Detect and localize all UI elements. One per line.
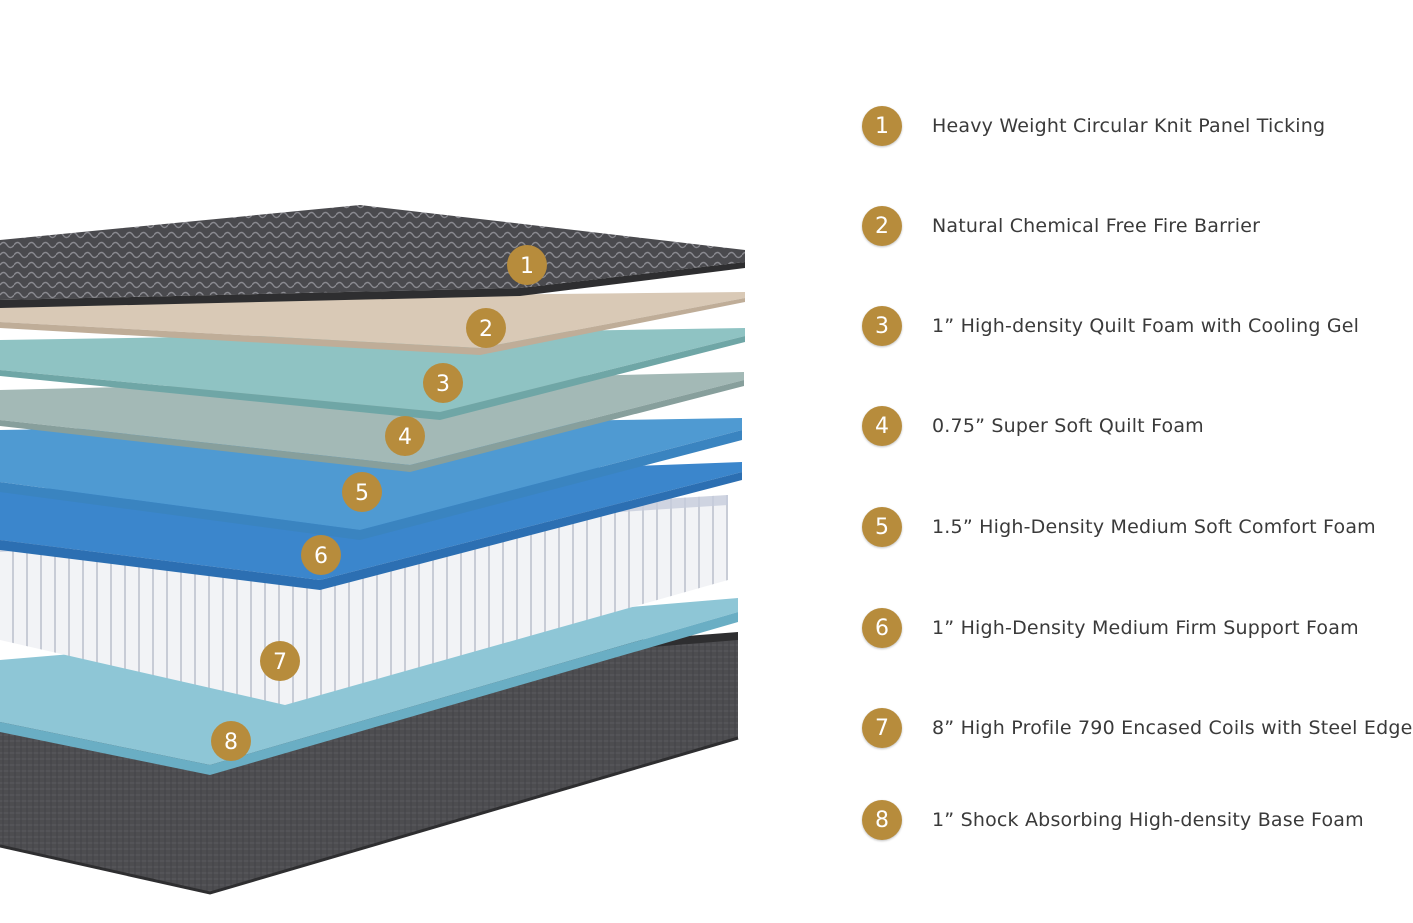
legend-item-7: 7 8” High Profile 790 Encased Coils with… — [862, 708, 1413, 748]
layer-2-edge — [0, 298, 745, 355]
svg-text:4: 4 — [398, 425, 412, 450]
legend-label-4: 0.75” Super Soft Quilt Foam — [932, 415, 1204, 437]
layer-3-edge — [0, 336, 745, 420]
layer-4-slab — [0, 372, 744, 465]
legend-item-2: 2 Natural Chemical Free Fire Barrier — [862, 206, 1260, 246]
legend-item-6: 6 1” High-Density Medium Firm Support Fo… — [862, 608, 1359, 648]
badge-4: 4 — [862, 406, 902, 446]
legend-item-3: 3 1” High-density Quilt Foam with Coolin… — [862, 306, 1359, 346]
layer-1-panel — [0, 205, 745, 300]
legend-item-8: 8 1” Shock Absorbing High-density Base F… — [862, 800, 1364, 840]
svg-text:6: 6 — [314, 544, 328, 569]
legend-label-6: 1” High-Density Medium Firm Support Foam — [932, 617, 1359, 639]
badge-2: 2 — [862, 206, 902, 246]
svg-text:2: 2 — [479, 317, 493, 342]
legend-item-1: 1 Heavy Weight Circular Knit Panel Ticki… — [862, 106, 1325, 146]
svg-text:5: 5 — [355, 481, 369, 506]
svg-text:8: 8 — [224, 730, 238, 755]
layer-1-edge — [0, 262, 745, 308]
badge-1: 1 — [862, 106, 902, 146]
layer-5-edge — [0, 430, 742, 540]
marker-1: 1 — [507, 245, 547, 285]
marker-8: 8 — [211, 721, 251, 761]
marker-4: 4 — [385, 416, 425, 456]
marker-5: 5 — [342, 472, 382, 512]
legend-label-3: 1” High-density Quilt Foam with Cooling … — [932, 315, 1360, 337]
legend-label-1: Heavy Weight Circular Knit Panel Ticking — [932, 115, 1326, 137]
svg-text:7: 7 — [273, 650, 287, 675]
marker-2: 2 — [466, 308, 506, 348]
layer-2-slab — [0, 292, 745, 348]
legend-label-5: 1.5” High-Density Medium Soft Comfort Fo… — [932, 516, 1376, 538]
layer-3-slab — [0, 328, 745, 412]
badge-6: 6 — [862, 608, 902, 648]
badge-7: 7 — [862, 708, 902, 748]
badge-5: 5 — [862, 507, 902, 547]
svg-text:1: 1 — [520, 254, 534, 279]
svg-text:3: 3 — [436, 372, 450, 397]
layer-legend: 1 Heavy Weight Circular Knit Panel Ticki… — [862, 0, 1412, 923]
legend-label-7: 8” High Profile 790 Encased Coils with S… — [932, 717, 1413, 739]
marker-6: 6 — [301, 535, 341, 575]
legend-item-5: 5 1.5” High-Density Medium Soft Comfort … — [862, 507, 1376, 547]
legend-label-8: 1” Shock Absorbing High-density Base Foa… — [932, 809, 1364, 831]
layer-8-slab — [0, 598, 738, 765]
legend-label-2: Natural Chemical Free Fire Barrier — [932, 215, 1261, 237]
legend-item-4: 4 0.75” Super Soft Quilt Foam — [862, 406, 1204, 446]
badge-3: 3 — [862, 306, 902, 346]
marker-3: 3 — [423, 363, 463, 403]
badge-8: 8 — [862, 800, 902, 840]
base-front-edge — [0, 736, 739, 895]
marker-7: 7 — [260, 641, 300, 681]
mattress-diagram: 1 2 3 4 5 6 7 8 — [0, 205, 745, 895]
